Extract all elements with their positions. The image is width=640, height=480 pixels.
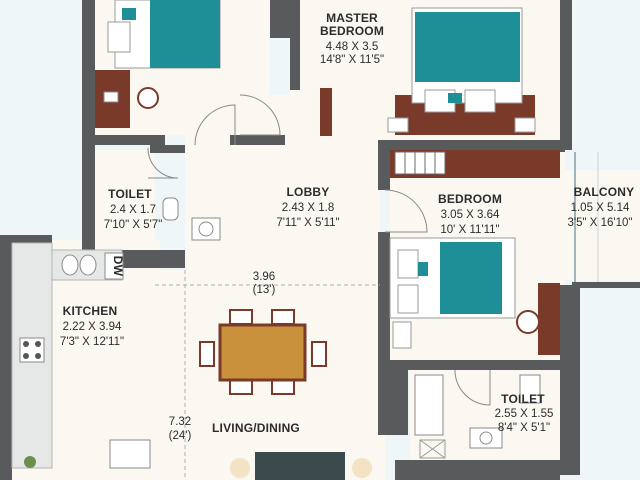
door-swings — [147, 94, 491, 406]
top-left-bed — [95, 0, 221, 128]
living-depth-metric: 7.32 — [169, 416, 191, 428]
living-depth-imperial: (24') — [169, 430, 192, 442]
lobby-imperial: 7'11" X 5'11" — [276, 217, 339, 229]
living-dining-name: LIVING/DINING — [212, 421, 300, 435]
bedroom-bed — [389, 237, 560, 355]
toilet-2-name: TOILET — [501, 392, 545, 406]
toilet-2-fixtures — [414, 374, 541, 459]
master-bedroom-imperial: 14'8" X 11'5" — [320, 54, 384, 66]
toilet-1-name: TOILET — [108, 187, 152, 201]
kitchen-dw-label: DW — [111, 256, 125, 277]
dimension-lines — [155, 270, 380, 480]
balcony-railing — [574, 152, 599, 282]
living-width-metric: 3.96 — [253, 271, 275, 283]
master-bedroom-wardrobe — [320, 88, 332, 136]
kitchen-imperial: 7'3" X 12'11" — [60, 336, 124, 348]
toilet-1-fixtures — [162, 197, 221, 241]
bedroom-metric: 3.05 X 3.64 — [441, 209, 500, 221]
dining-set — [199, 309, 327, 395]
toilet-1-metric: 2.4 X 1.7 — [110, 204, 156, 216]
living-width-imperial: (13') — [253, 284, 276, 296]
bedroom-imperial: 10' X 11'11" — [440, 224, 499, 236]
balcony-imperial: 3'5" X 16'10" — [568, 217, 633, 229]
toilet-2-metric: 2.55 X 1.55 — [495, 408, 554, 420]
toilet-2-imperial: 8'4" X 5'1" — [498, 422, 550, 434]
kitchen-metric: 2.22 X 3.94 — [63, 321, 122, 333]
master-bedroom-name-line1: MASTER — [326, 11, 378, 25]
master-bedroom-metric: 4.48 X 3.5 — [326, 41, 378, 53]
toilet-1-imperial: 7'10" X 5'7" — [104, 219, 163, 231]
kitchen-name: KITCHEN — [63, 304, 118, 318]
master-bedroom-name-line2: BEDROOM — [320, 24, 384, 38]
balcony-name: BALCONY — [574, 185, 635, 199]
kitchen-counter — [11, 242, 151, 469]
bedroom-name: BEDROOM — [438, 192, 502, 206]
master-bed — [387, 7, 536, 135]
lobby-name: LOBBY — [287, 185, 330, 199]
balcony-metric: 1.05 X 5.14 — [571, 202, 630, 214]
bedroom-wardrobe — [390, 150, 560, 178]
living-sofa — [230, 452, 372, 480]
lobby-metric: 2.43 X 1.8 — [282, 202, 334, 214]
